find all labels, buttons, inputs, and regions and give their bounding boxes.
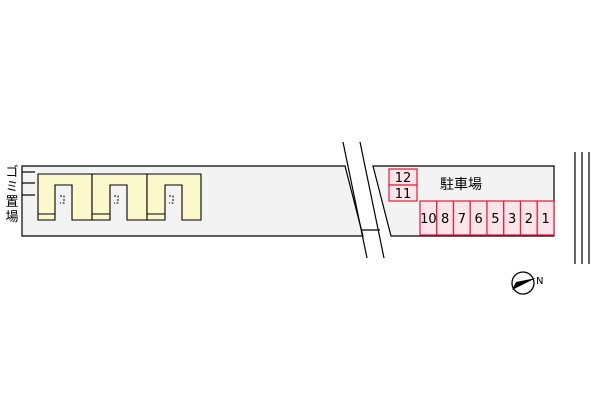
compass-north-label: N [536,276,543,287]
building-unit-3 [146,173,202,221]
parking-space: 11 [388,184,418,202]
garbage-char: ゴ [5,165,19,180]
parking-space: 12 [388,168,418,186]
garbage-char: ミ [5,180,19,195]
garbage-char: 置 [5,195,19,210]
parking-space-number: 10 [420,212,437,227]
parking-space-box [536,200,555,236]
parking-space: 6 [469,200,488,236]
parking-space: 10 [419,200,438,236]
parking-space: 8 [436,200,455,236]
garbage-area-marker [22,171,35,196]
parking-space: 2 [519,200,538,236]
parking-space: 1 [536,200,555,236]
garbage-char: 場 [5,210,19,225]
parking-space-number: 6 [474,212,482,227]
parking-space-number: 12 [395,171,412,186]
compass: N [511,271,543,295]
parking-space-box [388,184,418,202]
apartment-building [37,173,202,221]
parking-space: 3 [503,200,522,236]
parking-space-number: 11 [395,187,412,202]
garbage-area-label: ゴ ミ 置 場 [5,165,19,225]
parking-space: 5 [486,200,505,236]
parking-space: 7 [452,200,471,236]
parking-space-number: 7 [458,212,466,227]
compass-needle-icon [512,278,536,290]
parking-space-number: 1 [541,212,549,227]
parking-space-number: 3 [508,212,516,227]
parking-space-number: 2 [525,212,533,227]
parking-space-number: 5 [491,212,499,227]
parking-space-number: 8 [441,212,449,227]
building-details [38,195,174,215]
passage-road [342,141,385,259]
street-lines [574,152,590,264]
parking-label: 駐車場 [440,176,482,193]
